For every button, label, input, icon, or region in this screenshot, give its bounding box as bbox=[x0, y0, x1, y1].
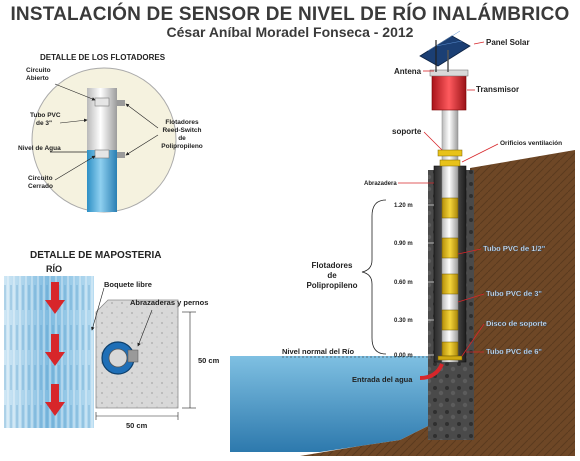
support-bracket bbox=[437, 149, 463, 157]
clamps-bolts-label: Abrazaderas y pernos bbox=[130, 298, 208, 307]
page-title: INSTALACIÓN DE SENSOR DE NIVEL DE RÍO IN… bbox=[10, 4, 570, 25]
float-sensor-open bbox=[94, 97, 110, 107]
support-disc-label: Disco de soporte bbox=[486, 319, 547, 328]
vent-holes-label: Orificios ventilación bbox=[500, 140, 562, 147]
earth-bank bbox=[470, 150, 575, 400]
vent-band bbox=[439, 159, 461, 167]
float-detail-pipe-water bbox=[87, 150, 117, 212]
floats-brace bbox=[361, 199, 387, 355]
water-level-label: Nivel de Agua bbox=[18, 145, 61, 152]
page-subtitle: César Aníbal Moradel Fonseca - 2012 bbox=[166, 24, 414, 40]
level-label-090: 0.90 m bbox=[394, 241, 413, 247]
pvc-half-label: Tubo PVC de 1/2" bbox=[483, 244, 546, 253]
water-inlet-pipe bbox=[419, 363, 444, 380]
masonry-pipe-inner bbox=[108, 348, 128, 368]
support-disc bbox=[437, 355, 463, 361]
transmitter-label: Transmisor bbox=[476, 85, 519, 94]
level-label-060: 0.60 m bbox=[394, 280, 413, 286]
float-bracket-top bbox=[117, 100, 125, 106]
solar-panel bbox=[419, 30, 471, 67]
float-stack bbox=[441, 197, 459, 357]
clamp-label: Abrazadera bbox=[364, 181, 397, 187]
free-gap-label: Boquete libre bbox=[104, 280, 152, 289]
river-lake bbox=[230, 356, 470, 452]
float-sensor-closed bbox=[94, 149, 110, 159]
antenna-label: Antena bbox=[394, 67, 422, 76]
level-label-030: 0.30 m bbox=[394, 318, 413, 324]
solar-panel-label: Panel Solar bbox=[486, 38, 530, 47]
level-marks bbox=[418, 204, 434, 356]
support-label: soporte bbox=[392, 127, 422, 136]
masonry-clamp bbox=[127, 349, 139, 363]
width-dim-label: 50 cm bbox=[126, 421, 148, 430]
transmitter-box bbox=[431, 73, 467, 111]
transmitter-cap bbox=[429, 69, 469, 77]
pvc3-label: Tubo PVC de 3" bbox=[486, 289, 542, 298]
masonry-detail-heading: DETALLE DE MAPOSTERIA bbox=[30, 250, 161, 261]
level-label-120: 1.20 m bbox=[394, 203, 413, 209]
normal-level-label: Nivel normal del Río bbox=[282, 347, 355, 356]
float-detail-pipe-white bbox=[87, 88, 117, 150]
pvc6-label: Tubo PVC de 6" bbox=[486, 347, 542, 356]
float-bracket-bottom bbox=[117, 152, 125, 158]
flow-arrows bbox=[45, 282, 65, 416]
height-dim-label: 50 cm bbox=[198, 356, 220, 365]
float-detail-heading: DETALLE DE LOS FLOTADORES bbox=[40, 53, 166, 62]
river-label: RÍO bbox=[46, 264, 62, 274]
water-inlet-label: Entrada del agua bbox=[352, 375, 413, 384]
level-label-000: 0.00 m bbox=[394, 353, 413, 359]
